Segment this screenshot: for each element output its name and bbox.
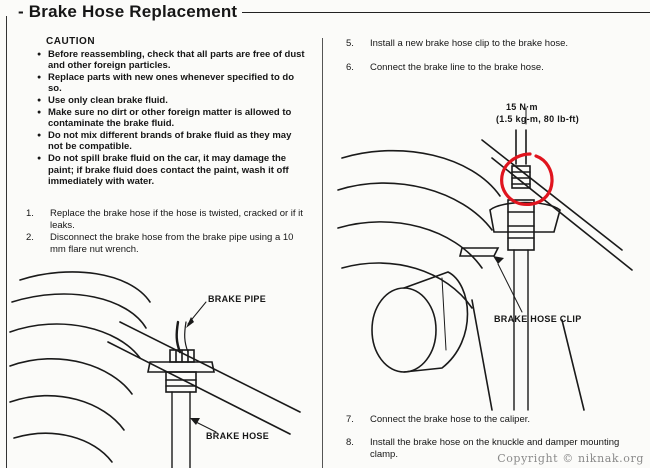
arrow-head: [493, 256, 504, 264]
caution-item: Before reassembling, check that all part…: [36, 49, 308, 72]
caution-item: Use only clean brake fluid.: [36, 95, 308, 107]
step-text: Disconnect the brake hose from the brake…: [50, 232, 294, 255]
mounting-bracket: [489, 201, 561, 233]
leader-line: [195, 421, 217, 433]
label-brake-hose-clip: BRAKE HOSE CLIP: [494, 314, 582, 324]
spring-coil: [11, 293, 147, 329]
title-dash: -: [18, 2, 29, 21]
spring-coil: [13, 432, 113, 463]
hose-fitting: [165, 371, 197, 393]
torque-value: 15 N·m: [506, 102, 538, 112]
step-number: 1.: [26, 208, 34, 219]
step-number: 5.: [346, 38, 354, 49]
spring-coil: [9, 358, 133, 395]
step-7: 7. Connect the brake hose to the caliper…: [346, 414, 636, 428]
caution-item: Replace parts with new ones whenever spe…: [36, 72, 308, 95]
step-text: Replace the brake hose if the hose is tw…: [50, 208, 303, 231]
caliper-cylinder: [403, 271, 469, 373]
damper-edge: [481, 139, 623, 251]
step-1: 1. Replace the brake hose if the hose is…: [26, 208, 310, 234]
brake-pipe-illustration: [9, 271, 301, 468]
step-number: 7.: [346, 414, 354, 425]
spring-coil: [9, 323, 141, 359]
label-brake-pipe: BRAKE PIPE: [208, 294, 267, 304]
caliper-cylinder: [371, 287, 437, 373]
spring-coil: [19, 271, 151, 303]
damper-edge: [491, 157, 633, 271]
arrow-head: [190, 418, 200, 425]
step-6: 6. Connect the brake line to the brake h…: [346, 62, 636, 76]
left-border: [6, 16, 7, 468]
flare-nut: [511, 165, 531, 189]
copyright-watermark: Copyright © niknak.org: [497, 452, 644, 465]
step-text: Install a new brake hose clip to the bra…: [370, 38, 569, 49]
hose-fitting: [507, 199, 535, 251]
spring-coil: [9, 394, 125, 431]
step-8: 8. Install the brake hose on the knuckle…: [346, 437, 636, 465]
spring-coil: [337, 182, 493, 231]
damper-edge: [107, 341, 291, 435]
step-number: 2.: [26, 232, 34, 243]
highlight-circle: [500, 152, 554, 206]
arrow-head: [186, 317, 194, 328]
label-brake-hose: BRAKE HOSE: [206, 431, 270, 441]
caution-item: Make sure no dirt or other foreign matte…: [36, 107, 308, 130]
caution-item: Do not spill brake fluid on the car, it …: [36, 153, 308, 188]
caution-item: Do not mix different brands of brake flu…: [36, 130, 308, 153]
caution-box: CAUTION Before reassembling, check that …: [36, 36, 308, 188]
damper-edge: [119, 321, 301, 413]
caution-list: Before reassembling, check that all part…: [36, 49, 308, 188]
column-divider: [322, 38, 323, 468]
spring-coil: [341, 262, 473, 309]
mounting-bracket: [147, 361, 215, 373]
spring-coil: [341, 149, 501, 197]
step-number: 6.: [346, 62, 354, 73]
caution-heading: CAUTION: [46, 36, 96, 47]
step-text: Connect the brake line to the brake hose…: [370, 62, 544, 73]
brake-pipe: [175, 320, 182, 354]
torque-conversion: (1.5 kg-m, 80 lb-ft): [496, 114, 580, 124]
leader-line: [497, 263, 523, 313]
step-number: 8.: [346, 437, 354, 448]
brake-hose-clip: [458, 247, 500, 257]
step-2: 2. Disconnect the brake hose from the br…: [26, 232, 310, 258]
hose-clip-illustration: [337, 107, 633, 411]
step-text: Connect the brake hose to the caliper.: [370, 414, 531, 425]
step-5: 5. Install a new brake hose clip to the …: [346, 38, 636, 52]
title-rule: [242, 12, 650, 13]
step-text: Install the brake hose on the knuckle an…: [370, 437, 620, 460]
spring-coil: [337, 221, 483, 269]
page-title: - Brake Hose Replacement: [18, 2, 238, 21]
